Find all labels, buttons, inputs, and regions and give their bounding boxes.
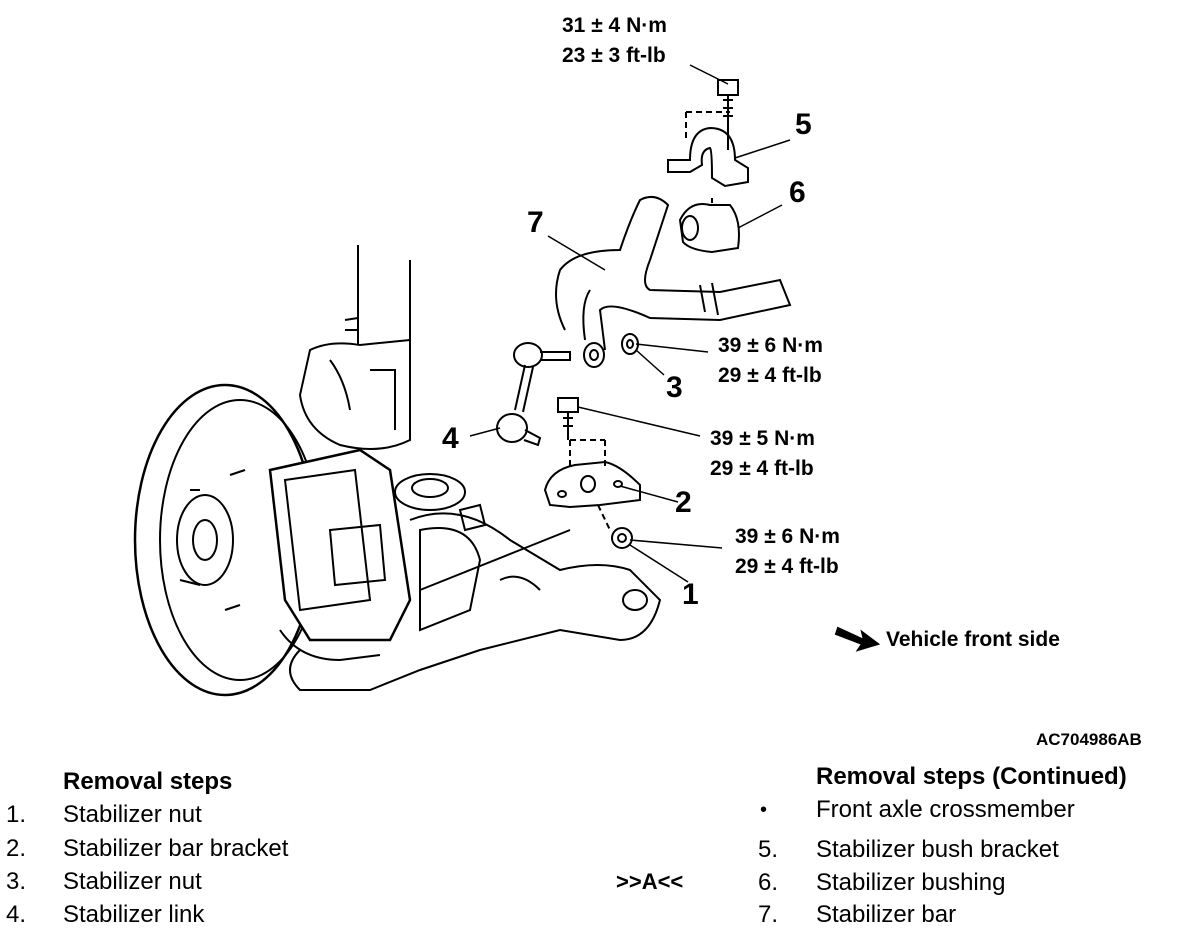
torque-spec-bar-bracket-bolt: 39 ± 5 N·m 29 ± 4 ft-lb xyxy=(710,424,815,484)
stabilizer-nut-upper xyxy=(621,333,639,355)
torque-ftlb: 29 ± 4 ft-lb xyxy=(710,457,814,480)
torque-ftlb: 29 ± 4 ft-lb xyxy=(735,555,839,578)
removal-steps-title: Removal steps xyxy=(63,768,233,795)
step-label: Stabilizer bush bracket xyxy=(816,836,1059,863)
bush-bracket xyxy=(667,111,749,188)
torque-ftlb: 23 ± 3 ft-lb xyxy=(562,44,666,67)
strut xyxy=(298,245,411,450)
callout-3: 3 xyxy=(666,371,683,404)
step-label: Stabilizer bar bracket xyxy=(63,835,289,862)
step-number: 1. xyxy=(6,801,27,828)
step-number: 3. xyxy=(6,868,27,895)
torque-nm: 39 ± 5 N·m xyxy=(710,427,815,450)
callout-5: 5 xyxy=(795,108,812,141)
torque-spec-stabilizer-nut-upper: 39 ± 6 N·m 29 ± 4 ft-lb xyxy=(718,331,823,391)
service-point-marker: >>A<< xyxy=(616,869,684,894)
step-label: Front axle crossmember xyxy=(816,796,1075,823)
torque-nm: 31 ± 4 N·m xyxy=(562,14,667,37)
torque-spec-stabilizer-nut-lower: 39 ± 6 N·m 29 ± 4 ft-lb xyxy=(735,522,840,582)
figure-id: AC704986AB xyxy=(1036,730,1142,749)
stabilizer-link xyxy=(496,342,571,447)
bracket-bolt xyxy=(717,79,739,150)
torque-nm: 39 ± 6 N·m xyxy=(718,334,823,357)
stabilizer-bushing xyxy=(678,198,740,254)
step-number: 4. xyxy=(6,901,27,928)
torque-nm: 39 ± 6 N·m xyxy=(735,525,840,548)
stabilizer-nut-lower xyxy=(419,504,633,591)
torque-spec-bush-bracket-bolt: 31 ± 4 N·m 23 ± 3 ft-lb xyxy=(562,11,667,71)
stabilizer-bar xyxy=(555,195,792,368)
step-number: 2. xyxy=(6,835,27,862)
step-label: Stabilizer nut xyxy=(63,868,202,895)
step-number: 6. xyxy=(758,869,779,896)
vehicle-front-arrow xyxy=(834,626,881,652)
callout-4: 4 xyxy=(442,422,459,455)
step-number: 7. xyxy=(758,901,779,928)
torque-ftlb: 29 ± 4 ft-lb xyxy=(718,364,822,387)
vehicle-front-label: Vehicle front side xyxy=(886,628,1060,651)
step-label: Stabilizer link xyxy=(63,901,205,928)
step-bullet: • xyxy=(760,799,768,821)
callout-7: 7 xyxy=(527,206,544,239)
callout-2: 2 xyxy=(675,486,692,519)
step-label: Stabilizer bushing xyxy=(816,869,1006,896)
callout-1: 1 xyxy=(682,578,699,611)
step-number: 5. xyxy=(758,836,779,863)
knuckle-and-arm xyxy=(289,473,662,691)
callout-6: 6 xyxy=(789,176,806,209)
removal-steps-continued-title: Removal steps (Continued) xyxy=(816,763,1127,790)
leader-lines xyxy=(469,64,791,583)
step-label: Stabilizer bar xyxy=(816,901,957,928)
bar-bracket-bolt xyxy=(557,397,579,440)
brake-caliper xyxy=(268,448,412,662)
step-label: Stabilizer nut xyxy=(63,801,202,828)
bar-bracket xyxy=(543,439,641,509)
